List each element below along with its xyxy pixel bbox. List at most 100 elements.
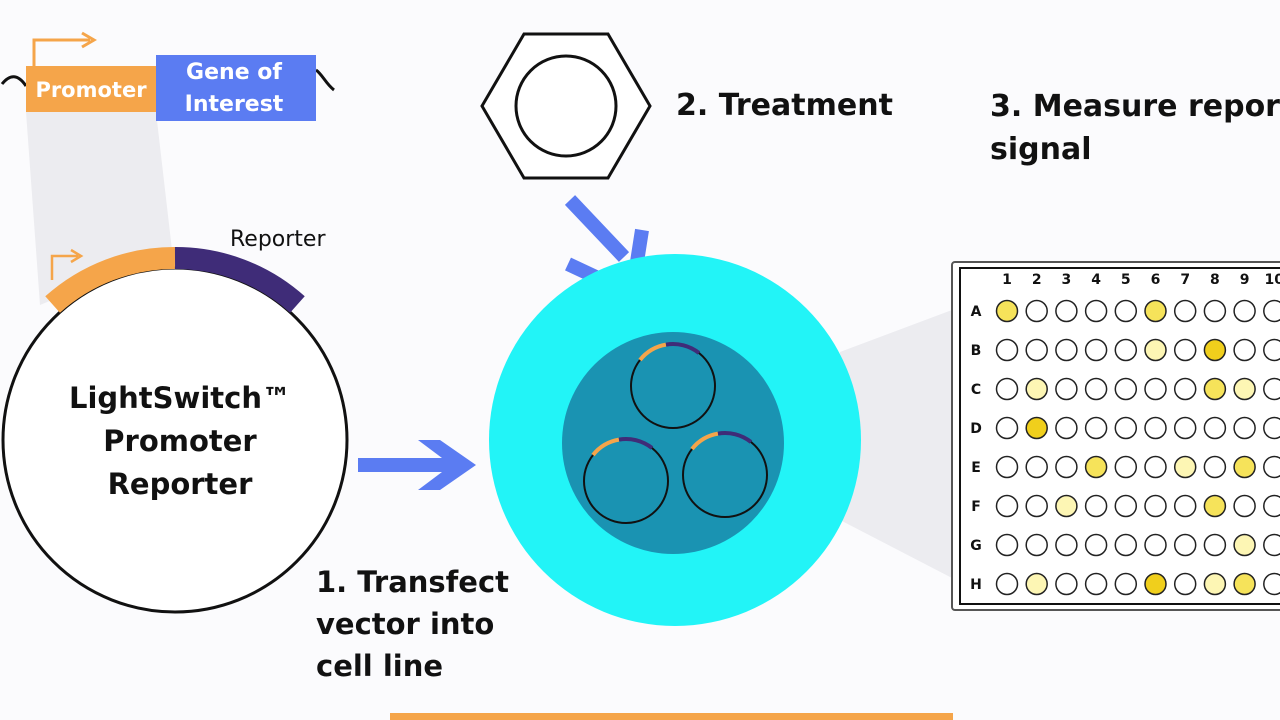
plate-well-B7 — [1173, 338, 1197, 362]
plate-column-label: 8 — [1210, 272, 1220, 288]
plate-row-label: G — [970, 538, 982, 554]
transfected-cell — [489, 254, 861, 626]
plate-column-label: 9 — [1240, 272, 1250, 288]
plate-well-A6 — [1144, 299, 1167, 323]
plate-well-G2 — [1025, 533, 1048, 557]
plate-well-D3 — [1055, 416, 1078, 440]
cell-plasmid-2 — [583, 437, 669, 524]
step1-label-line2: vector into — [316, 607, 494, 641]
plate-well-A2 — [1025, 299, 1048, 323]
plate-column-label: 7 — [1180, 272, 1190, 288]
plate-well-G9 — [1233, 533, 1256, 557]
plasmid-backbone — [1, 266, 349, 614]
step3-label-line1: 3. Measure repor — [990, 89, 1280, 124]
plate-well-F9 — [1233, 494, 1256, 518]
plate-well-F8 — [1203, 494, 1227, 518]
step3-label-line2: signal — [990, 132, 1092, 167]
gene-of-interest-label-line1: Gene of — [186, 60, 282, 85]
plate-well-F4 — [1084, 494, 1108, 518]
plate-well-A4 — [1084, 299, 1108, 323]
treatment-compound-icon — [480, 32, 652, 180]
plate-well-E7 — [1173, 455, 1197, 479]
plate-column-label: 6 — [1151, 272, 1161, 288]
plate-well-H7 — [1173, 572, 1197, 596]
plate-well-E2 — [1025, 455, 1048, 479]
video-progress-bar — [390, 713, 953, 720]
plate-well-H8 — [1203, 572, 1227, 596]
plate-well-C2 — [1025, 377, 1048, 401]
plate-well-A9 — [1233, 299, 1256, 323]
plate-well-A1 — [995, 299, 1019, 323]
plate-well-A5 — [1114, 299, 1138, 323]
plasmid-promoter-arc — [45, 246, 176, 313]
benzene-ring-circle — [514, 54, 618, 158]
plate-well-H5 — [1114, 572, 1138, 596]
vector-name-line3: Reporter — [108, 467, 254, 501]
plate-column-label: 3 — [1062, 272, 1072, 288]
gene-of-interest-label-line2: Interest — [185, 92, 284, 117]
plate-well-D10 — [1263, 416, 1280, 440]
plate-well-E9 — [1233, 455, 1256, 479]
plate-well-D4 — [1084, 416, 1108, 440]
plate-well-B1 — [995, 338, 1019, 362]
plate-well-G7 — [1173, 533, 1197, 557]
plate-well-G10 — [1263, 533, 1280, 557]
cell-nucleus — [562, 332, 784, 554]
plate-well-G4 — [1084, 533, 1108, 557]
plate-well-D7 — [1173, 416, 1197, 440]
plate-well-F3 — [1055, 494, 1078, 518]
plate-well-H3 — [1055, 572, 1078, 596]
plate-well-H10 — [1263, 572, 1280, 596]
plate-well-F5 — [1114, 494, 1138, 518]
plate-well-H2 — [1025, 572, 1048, 596]
plate-well-C3 — [1055, 377, 1078, 401]
plate-well-D8 — [1203, 416, 1227, 440]
plate-well-G1 — [995, 533, 1019, 557]
plate-well-B4 — [1084, 338, 1108, 362]
plate-well-B5 — [1114, 338, 1138, 362]
transfect-arrow-icon — [358, 440, 476, 490]
plate-well-A3 — [1055, 299, 1078, 323]
plate-well-C7 — [1173, 377, 1197, 401]
plate-well-C8 — [1203, 377, 1227, 401]
plate-row-label: A — [971, 304, 982, 320]
plate-well-E4 — [1084, 455, 1108, 479]
plate-well-B3 — [1055, 338, 1078, 362]
plate-well-E3 — [1055, 455, 1078, 479]
plate-well-D1 — [995, 416, 1019, 440]
plate-well-D2 — [1025, 416, 1048, 440]
plate-well-C9 — [1233, 377, 1256, 401]
plate-well-B8 — [1203, 338, 1227, 362]
plate-well-B6 — [1144, 338, 1167, 362]
plasmid-vector: Reporter LightSwitch™ Promoter Reporter — [1, 227, 349, 614]
plate-well-E1 — [995, 455, 1019, 479]
plate-well-F1 — [995, 494, 1019, 518]
gene-of-interest-segment — [156, 55, 316, 121]
plate-row-label: H — [970, 577, 982, 593]
plate-well-H9 — [1233, 572, 1256, 596]
plate-well-H4 — [1084, 572, 1108, 596]
plate-well-G6 — [1144, 533, 1167, 557]
plate-row-label: C — [971, 382, 981, 398]
promoter-label: Promoter — [35, 78, 147, 102]
cell-plasmid-1 — [630, 342, 716, 429]
plate-well-F10 — [1263, 494, 1280, 518]
plate-well-C1 — [995, 377, 1019, 401]
vector-name-line2: Promoter — [103, 424, 257, 458]
plate-column-label: 4 — [1091, 272, 1101, 288]
plasmid-reporter-arc — [174, 246, 305, 313]
step2-label: 2. Treatment — [676, 88, 893, 123]
plasmid-promoter-arrow-icon — [50, 248, 84, 280]
plate-column-label: 2 — [1032, 272, 1042, 288]
plate-well-H1 — [995, 572, 1019, 596]
plate-wells — [995, 299, 1280, 596]
plate-inner-frame — [959, 267, 1280, 605]
plate-well-C5 — [1114, 377, 1138, 401]
plate-column-label: 1 — [1002, 272, 1012, 288]
plate-well-G5 — [1114, 533, 1138, 557]
plate-well-A10 — [1263, 299, 1280, 323]
plate-column-label: 5 — [1121, 272, 1131, 288]
benzene-ring-hexagon — [480, 32, 652, 180]
dna-strand-left-icon — [0, 75, 28, 87]
